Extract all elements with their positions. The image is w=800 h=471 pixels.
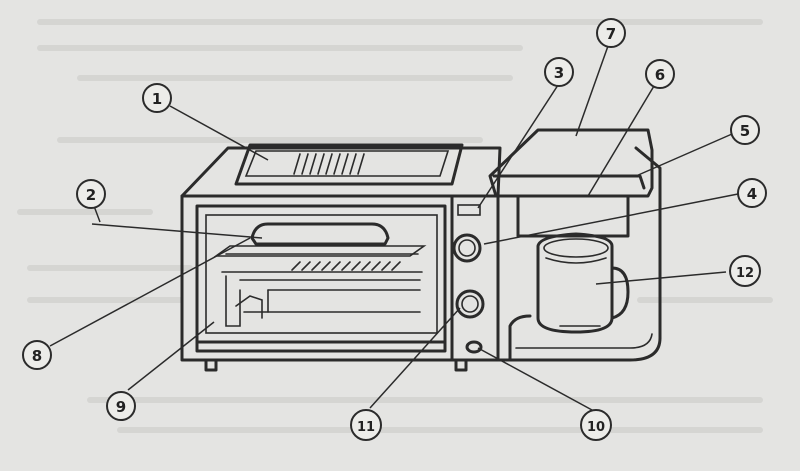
oven-window — [205, 214, 438, 334]
base-front — [508, 314, 532, 362]
coffee-lid-edge — [492, 174, 646, 190]
timer-knob — [452, 233, 482, 263]
callout-3-label: 3 — [554, 64, 564, 82]
temperature-knob-inner — [461, 295, 479, 313]
griddle-ridges — [293, 153, 365, 175]
griddle-inner — [244, 150, 450, 177]
coffee-switch — [465, 340, 483, 354]
callout-4-label: 4 — [747, 185, 757, 203]
warming-plate — [508, 314, 662, 362]
toaster-oven — [180, 143, 502, 372]
heating-element-left — [225, 275, 241, 327]
timer-knob-inner — [458, 239, 476, 257]
callout-11: 11 — [350, 409, 382, 441]
base-inner — [515, 333, 653, 349]
callout-5: 5 — [730, 115, 760, 145]
crumb-tray-hatch — [291, 261, 401, 271]
leader-lines — [49, 45, 739, 411]
oven-top — [180, 146, 502, 198]
callout-7: 7 — [596, 18, 626, 48]
callout-5-label: 5 — [740, 122, 750, 140]
carafe-band — [545, 257, 607, 264]
oven-racks — [213, 245, 427, 313]
callout-12: 12 — [729, 255, 761, 287]
callout-6-label: 6 — [655, 66, 665, 84]
callout-4: 4 — [737, 178, 767, 208]
carafe-rim — [543, 238, 609, 258]
oven-door — [195, 204, 447, 353]
door-handle — [250, 222, 390, 246]
temperature-knob — [455, 289, 485, 319]
griddle-plate — [234, 143, 464, 186]
water-tank — [634, 146, 662, 340]
coffee-maker — [488, 128, 662, 362]
callout-10: 10 — [580, 409, 612, 441]
background-bleed-lines — [17, 19, 773, 433]
callout-10-label: 10 — [587, 420, 605, 435]
callout-11-label: 11 — [357, 420, 375, 435]
callout-9-label: 9 — [116, 398, 126, 416]
coffee-top-housing — [488, 128, 654, 198]
callout-1-label: 1 — [152, 90, 162, 108]
callout-6: 6 — [645, 59, 675, 89]
oven-foot-left — [204, 358, 218, 372]
oven-foot-right — [454, 358, 468, 372]
callout-2-label: 2 — [86, 186, 96, 204]
callout-1: 1 — [142, 83, 172, 113]
callout-2: 2 — [76, 179, 106, 209]
callout-8-label: 8 — [32, 347, 42, 365]
rack-support — [235, 295, 263, 319]
callout-3: 3 — [544, 57, 574, 87]
callout-9: 9 — [106, 391, 136, 421]
callout-7-label: 7 — [606, 25, 616, 43]
carafe-handle — [610, 266, 630, 320]
filter-housing — [516, 194, 630, 238]
callout-8: 8 — [22, 340, 52, 370]
indicator-light — [457, 204, 481, 216]
callout-12-label: 12 — [736, 266, 754, 281]
